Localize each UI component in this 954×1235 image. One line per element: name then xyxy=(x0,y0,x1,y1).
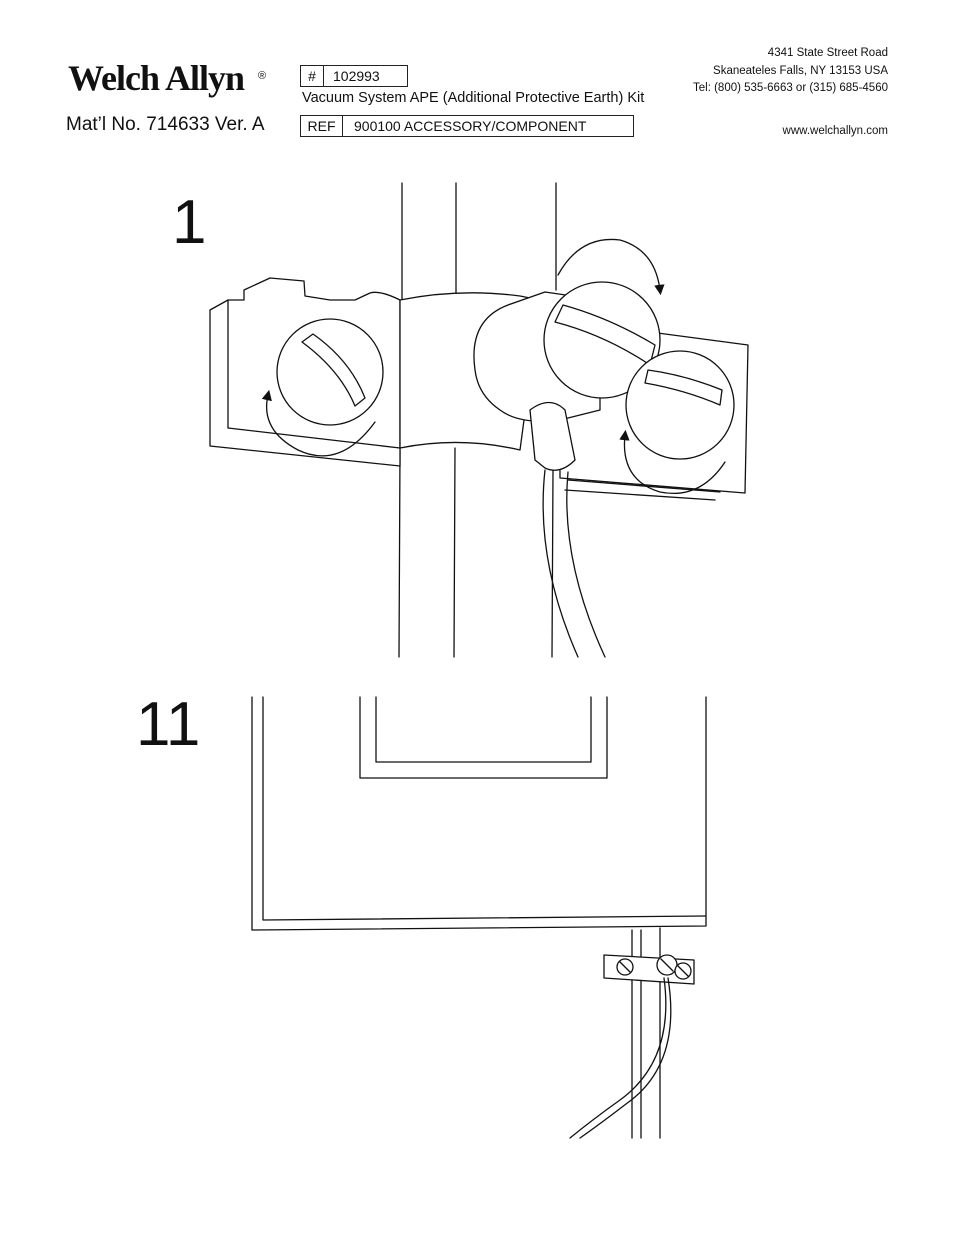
part-number-box: # 102993 xyxy=(300,65,408,87)
step-number-11: 11 xyxy=(136,690,201,759)
registered-mark: ® xyxy=(258,70,267,82)
address-line-phone: Tel: (800) 535-6663 or (315) 685-4560 xyxy=(693,82,888,94)
address-line-city: Skaneateles Falls, NY 13153 USA xyxy=(713,64,888,77)
material-number: Mat’l No. 714633 Ver. A xyxy=(66,114,265,135)
step-number-1: 1 xyxy=(172,188,207,257)
address-block: 4341 State Street Road Skaneateles Falls… xyxy=(693,45,888,98)
welch-allyn-logo: Welch Allyn xyxy=(68,58,245,98)
step-1-illustration xyxy=(209,182,749,658)
website: www.welchallyn.com xyxy=(782,125,888,137)
part-number-value: 102993 xyxy=(333,68,380,84)
ref-label: REF xyxy=(301,116,343,136)
cable-connector xyxy=(529,401,576,471)
device-panel xyxy=(359,696,608,779)
ground-cable-lower xyxy=(569,977,667,1139)
knob-left xyxy=(276,318,384,426)
address-line-street: 4341 State Street Road xyxy=(767,47,888,59)
knob-right xyxy=(625,350,735,460)
device-housing xyxy=(251,696,707,931)
rotate-arrow-middle xyxy=(557,238,665,296)
part-number-label: # xyxy=(301,66,324,86)
kit-title: Vacuum System APE (Additional Protective… xyxy=(302,90,645,106)
ground-cable xyxy=(542,469,579,658)
rotate-arrow-left xyxy=(261,389,376,457)
rotate-arrow-right xyxy=(619,429,726,495)
step-11-illustration xyxy=(251,696,707,1139)
ref-box: REF 900100 ACCESSORY/COMPONENT xyxy=(300,115,634,137)
ref-value: 900100 ACCESSORY/COMPONENT xyxy=(354,118,587,134)
